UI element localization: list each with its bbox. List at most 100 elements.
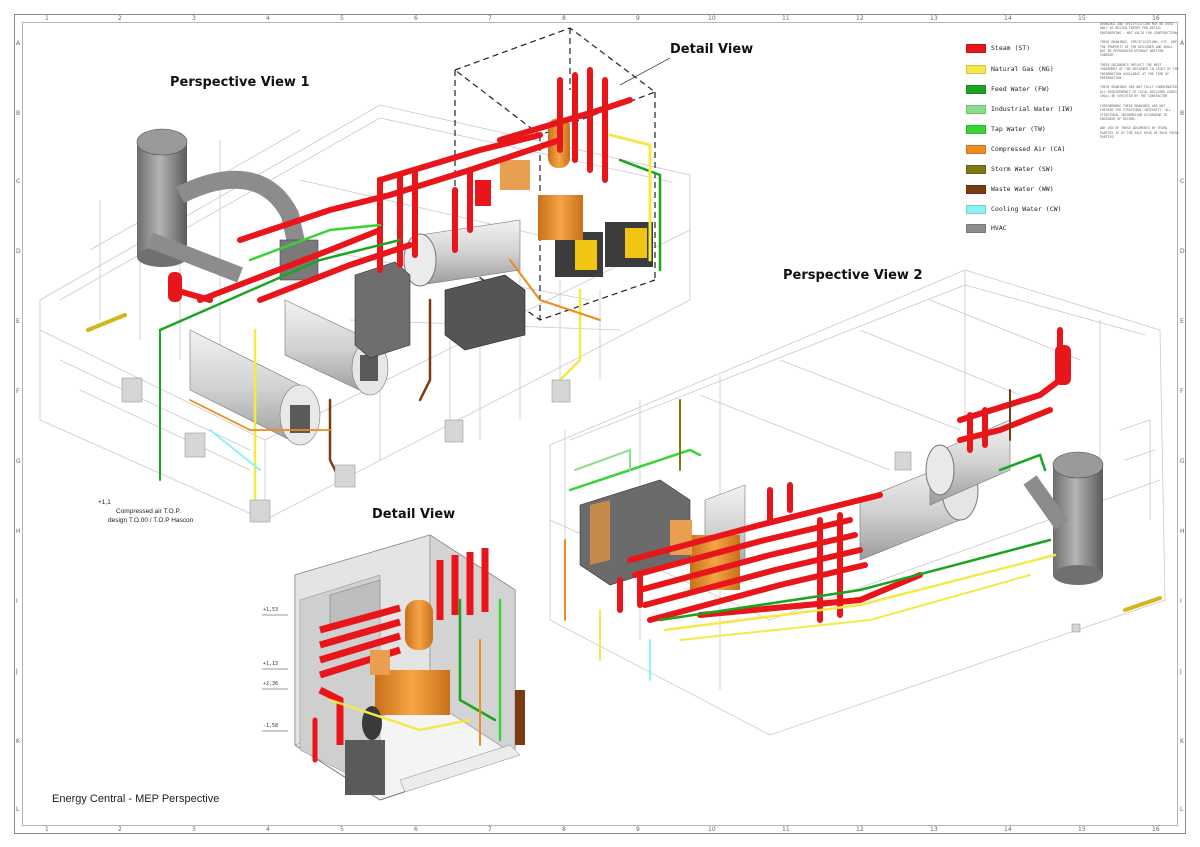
grid-col-label: 11 [782, 826, 790, 833]
control-panel-door [625, 228, 647, 258]
grid-row-label: J [16, 668, 18, 675]
detail-view-bottom-title: Detail View [372, 507, 456, 522]
legend-label: Tap Water (TW) [991, 125, 1046, 133]
grid-row-label: G [16, 458, 21, 465]
legend-item: Storm Water (SW) [966, 163, 1054, 175]
grid-row-label: H [1180, 528, 1185, 535]
equipment-pads-2 [894, 451, 1081, 633]
perspective-view-2-model [549, 269, 1166, 736]
grid-col-label: 5 [340, 826, 344, 833]
detail-view-callout-box [453, 27, 657, 321]
perspective-view-1-title: Perspective View 1 [170, 75, 310, 90]
grid-col-label: 3 [192, 15, 196, 22]
grid-row-label: D [1180, 248, 1185, 255]
elevation-markers [262, 614, 288, 732]
steam-piping-1 [172, 67, 633, 303]
grid-row-label: I [1180, 598, 1182, 605]
grid-col-label: 13 [930, 826, 938, 833]
grid-col-label: 4 [266, 15, 270, 22]
perspective-view-1-model [39, 27, 691, 523]
steam-drum [168, 272, 182, 302]
steam-drum [1055, 345, 1071, 385]
equipment-cabinet [354, 261, 411, 359]
grid-row-label: F [1180, 388, 1184, 395]
detail-leader-line [619, 57, 671, 86]
grid-col-label: 2 [118, 826, 122, 833]
sheet-border [14, 14, 1186, 834]
note-paragraph: THESE DOCUMENTS REFLECT THE BEST JUDGEME… [1100, 62, 1179, 81]
hvac-duct [1023, 475, 1069, 530]
grid-row-label: H [16, 528, 21, 535]
grid-col-label: 10 [708, 826, 716, 833]
grid-row-label: K [1180, 738, 1184, 745]
detail-view-top-title: Detail View [670, 42, 754, 57]
legend-label: HVAC [991, 224, 1007, 232]
hvac-duct [175, 170, 309, 262]
equipment-pads-1 [121, 377, 571, 523]
legend-swatch [966, 204, 986, 214]
utility-piping-1 [86, 133, 662, 502]
legend-item: HVAC [966, 222, 1007, 234]
elevation-label: +1,13 [263, 661, 279, 667]
grid-col-label: 5 [340, 15, 344, 22]
grid-col-label: 7 [488, 826, 492, 833]
grid-row-label: A [16, 40, 21, 47]
utility-piping-detail [312, 598, 502, 763]
chimney-stack-2 [1052, 451, 1104, 585]
legend-item: Compressed Air (CA) [966, 143, 1065, 155]
legend-item: Feed Water (FW) [966, 83, 1050, 95]
legend-swatch [966, 223, 986, 233]
legend-item: Tap Water (TW) [966, 123, 1046, 135]
legend-swatch [966, 104, 986, 114]
note-paragraph: FURTHERMORE THESE DRAWINGS ARE NOT CHECK… [1100, 103, 1172, 121]
grid-col-label: 15 [1078, 826, 1086, 833]
air-receiver-tank [405, 600, 433, 650]
legend-swatch [966, 144, 986, 154]
drawing-frame [22, 22, 1178, 826]
sheet-project-title: Energy Central - MEP Perspective [52, 793, 220, 805]
grid-col-label: 2 [118, 15, 122, 22]
elevation-label: -1,58 [263, 723, 279, 729]
legend-item: Natural Gas (NG) [966, 63, 1054, 75]
legend-label: Compressed Air (CA) [991, 145, 1066, 153]
legend-swatch [966, 64, 986, 74]
grid-col-label: 12 [856, 15, 864, 22]
note-paragraph: DRAWINGS AND SPECIFICATION MAY BE USED O… [1100, 22, 1179, 35]
waste-water-stack [515, 690, 525, 745]
compressed-air-unit [500, 160, 530, 190]
grid-row-label: I [16, 598, 18, 605]
legend-label: Industrial Water (IW) [991, 105, 1074, 113]
grid-col-label: 12 [856, 826, 864, 833]
legend-label: Steam (ST) [991, 44, 1031, 52]
grid-col-label: 13 [930, 15, 938, 22]
note-paragraph: THESE DRAWINGS, SPECIFICATIONS, ETC. ARE… [1100, 40, 1177, 58]
hvac-duct [147, 232, 243, 283]
callout-line-2: design T.O.00 / T.O.P Hascon [108, 517, 194, 524]
grid-col-label: 16 [1152, 15, 1160, 22]
grid-row-label: J [1180, 668, 1182, 675]
grid-row-label: B [1180, 110, 1185, 117]
grid-col-label: 15 [1078, 15, 1086, 22]
legend-label: Cooling Water (CW) [991, 205, 1062, 213]
elevation-label: +2,36 [263, 681, 279, 687]
compressed-air-dryer [370, 650, 390, 675]
legend-swatch [966, 124, 986, 134]
grid-row-label: C [16, 178, 21, 185]
grid-col-label: 14 [1004, 826, 1012, 833]
compressed-air-unit [538, 195, 583, 240]
grid-col-label: 8 [562, 15, 566, 22]
grid-col-label: 14 [1004, 15, 1012, 22]
grid-row-label: C [1180, 178, 1185, 185]
control-panel-door [575, 240, 597, 270]
steam-header-bank [318, 548, 489, 745]
general-notes: DRAWINGS AND SPECIFICATION MAY BE USED O… [1100, 22, 1180, 145]
grid-row-label: D [16, 248, 21, 255]
callout-line-1: Compressed air T.O.P. [116, 508, 181, 515]
grid-col-label: 3 [192, 826, 196, 833]
note-paragraph: ANY USE OF THESE DOCUMENTS BY THIRD PART… [1100, 126, 1179, 140]
grid-row-label: B [16, 110, 21, 117]
grid-row-label: G [1180, 458, 1185, 465]
callout-elevation: +1,1 [98, 499, 111, 506]
grid-col-label: 6 [414, 826, 418, 833]
